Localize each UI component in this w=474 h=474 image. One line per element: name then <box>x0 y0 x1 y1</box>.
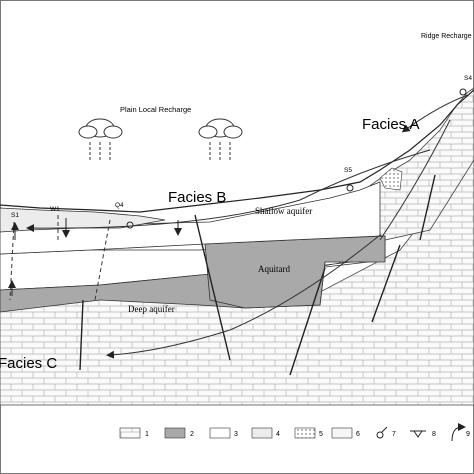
legend-swatch-4 <box>251 427 273 439</box>
vertical-arrows <box>8 218 182 296</box>
spring-s5 <box>346 184 354 192</box>
flow-line-shallow <box>26 149 431 233</box>
flow-lines <box>26 94 469 359</box>
legend-num-4: 4 <box>276 431 280 438</box>
legend-swatch-1 <box>119 427 141 439</box>
fault-3 <box>289 267 326 376</box>
label-facies-a: Facies A <box>362 116 420 133</box>
legend-num-8: 8 <box>432 431 436 438</box>
fault-1 <box>79 299 84 371</box>
label-s5: S5 <box>344 167 352 174</box>
legend-swatch-3 <box>209 427 231 439</box>
flow-line-deep <box>106 234 381 359</box>
label-q4: Q4 <box>115 202 124 209</box>
spring-symbols <box>126 88 467 229</box>
label-facies-c: Facies C <box>0 355 57 372</box>
legend-swatch-5 <box>294 427 316 439</box>
legend-num-3: 3 <box>234 431 238 438</box>
legend-num-2: 2 <box>190 431 194 438</box>
dotted-deposit <box>379 167 403 191</box>
fault-5 <box>371 244 401 323</box>
label-deep-aquifer: Deep aquifer <box>128 304 175 314</box>
label-ridge-recharge: Ridge Recharge <box>421 33 472 40</box>
legend-swatch-6 <box>331 427 353 439</box>
label-plain-local-recharge: Plain Local Recharge <box>120 105 191 114</box>
label-shallow-aquifer: Shallow aquifer <box>255 206 312 216</box>
legend-num-9: 9 <box>466 431 470 438</box>
label-s1: S1 <box>11 212 19 219</box>
legend: 1 2 3 4 5 6 7 8 9 <box>119 423 470 442</box>
legend-num-1: 1 <box>145 431 149 438</box>
label-facies-b: Facies B <box>168 189 226 206</box>
legend-num-6: 6 <box>356 431 360 438</box>
legend-water-table-icon <box>410 430 426 438</box>
legend-flow-arrow-icon <box>451 423 466 442</box>
label-w1: W1 <box>50 206 60 213</box>
limestone-slope <box>349 87 474 241</box>
legend-swatch-2 <box>164 427 186 439</box>
fault-2 <box>194 214 231 361</box>
cloud-left <box>78 118 123 160</box>
spring-s4 <box>459 88 467 96</box>
label-aquitard: Aquitard <box>258 264 290 274</box>
spring-q4 <box>126 221 134 229</box>
fault-4 <box>419 174 436 241</box>
faults <box>79 174 436 376</box>
legend-num-5: 5 <box>319 431 323 438</box>
legend-num-7: 7 <box>392 431 396 438</box>
flow-line-mid <box>379 119 451 241</box>
label-s4: S4 <box>464 75 472 82</box>
cloud-right <box>198 118 243 160</box>
flow-line-ridge <box>401 94 469 133</box>
legend-spring-icon <box>376 426 388 439</box>
